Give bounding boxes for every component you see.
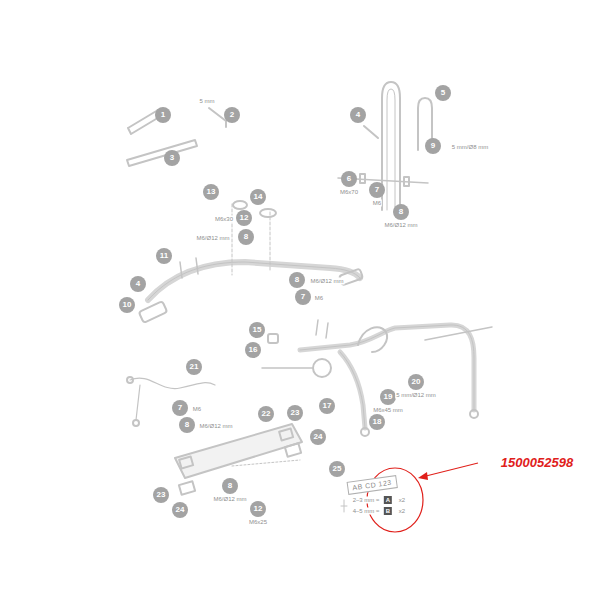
size-letter: B — [384, 507, 392, 515]
plug — [133, 420, 139, 426]
curved-bar — [148, 262, 360, 300]
callout-number: 4 — [130, 276, 146, 292]
frame-leg — [340, 352, 365, 428]
spec-label: M6 — [314, 295, 324, 302]
callout-number: 23 — [153, 487, 169, 503]
bolt-axis — [232, 460, 300, 466]
callout-number: 7 — [295, 289, 311, 305]
callout-number: 12 — [250, 501, 266, 517]
spec-label: M6x45 mm — [372, 407, 404, 414]
frame-pin — [316, 320, 328, 338]
long-bolt — [425, 327, 492, 340]
spec-label: M6/Ø12 mm — [195, 235, 230, 242]
callout-number: 8 — [393, 204, 409, 220]
callout-number: 22 — [258, 406, 274, 422]
callout-number: 11 — [156, 248, 172, 264]
nut — [360, 174, 365, 183]
callout-number: 15 — [249, 322, 265, 338]
curved-bar-edge — [148, 262, 360, 300]
callout-number: 18 — [369, 414, 385, 430]
pointer-arrow — [422, 463, 478, 477]
callout-number: 19 — [380, 389, 396, 405]
size-letter: A — [384, 496, 392, 504]
callout-number: 5 — [435, 85, 451, 101]
callout-number: 16 — [245, 342, 261, 358]
spec-label: M6 — [192, 406, 202, 413]
bushing — [268, 334, 278, 343]
callout-number: 8 — [238, 229, 254, 245]
callout-number: 10 — [119, 297, 135, 313]
callout-number: 3 — [164, 150, 180, 166]
light-board — [175, 424, 302, 478]
callout-number: 20 — [408, 374, 424, 390]
spec-label: 5 mm/Ø8 mm — [451, 144, 489, 151]
spec-label: M6x70 — [339, 189, 359, 196]
spec-label: 5 mm/Ø12 mm — [395, 392, 437, 399]
bolt-axis — [232, 204, 270, 275]
spec-label: M6/Ø12 mm — [383, 222, 418, 229]
lens — [285, 443, 301, 456]
part-number: 1500052598 — [501, 455, 573, 470]
spec-label: M6/Ø12 mm — [198, 423, 233, 430]
wire — [130, 378, 215, 420]
knob — [233, 201, 247, 209]
callout-number: 13 — [203, 184, 219, 200]
u-bolt-inner — [387, 89, 395, 210]
tube-cap — [470, 410, 478, 418]
spec-label: x2 — [398, 508, 406, 515]
callout-number: 21 — [186, 359, 202, 375]
callout-number: 9 — [425, 138, 441, 154]
callout-number: 7 — [172, 400, 188, 416]
plug — [127, 377, 133, 383]
lamp — [279, 429, 293, 441]
callout-number: 6 — [341, 171, 357, 187]
spec-label: M6/Ø12 mm — [309, 278, 344, 285]
callout-number: 23 — [287, 405, 303, 421]
spec-label: 2–3 mm ≈ — [352, 497, 381, 504]
spec-label: 4–5 mm ≈ — [352, 508, 381, 515]
frame-loop — [358, 327, 387, 352]
callout-number: 24 — [172, 502, 188, 518]
spec-label: M6 — [372, 200, 382, 207]
callout-number: 4 — [350, 107, 366, 123]
lens — [179, 481, 195, 494]
callout-number: 17 — [319, 398, 335, 414]
knob — [260, 209, 276, 217]
callout-number: 12 — [236, 210, 252, 226]
bracket-piece — [364, 126, 378, 138]
long-bolt — [262, 367, 312, 369]
spec-label: 5 mm — [199, 98, 216, 105]
arrow-head — [418, 472, 428, 480]
callout-number: 8 — [222, 478, 238, 494]
callout-number: 2 — [224, 107, 240, 123]
callout-number: 8 — [179, 417, 195, 433]
tube-cap — [361, 428, 369, 436]
callout-number: 8 — [289, 272, 305, 288]
nut — [404, 177, 409, 186]
spec-label: M6/Ø12 mm — [212, 496, 247, 503]
spec-label: M6x25 — [248, 519, 268, 526]
spec-label: M6x30 — [214, 216, 234, 223]
callout-number: 14 — [250, 189, 266, 205]
callout-number: 25 — [329, 461, 345, 477]
frame-leg-edge — [340, 352, 365, 428]
hook — [180, 258, 198, 278]
bar-part — [127, 140, 197, 166]
callout-number: 7 — [369, 182, 385, 198]
license-plate: AB CD 123 — [347, 475, 398, 495]
clamp — [139, 301, 168, 323]
spec-label: x2 — [398, 497, 406, 504]
lamp — [179, 457, 193, 469]
hitch-knob — [313, 359, 331, 377]
dimension-mark — [341, 500, 347, 512]
callout-number: 1 — [155, 107, 171, 123]
callout-number: 24 — [310, 429, 326, 445]
